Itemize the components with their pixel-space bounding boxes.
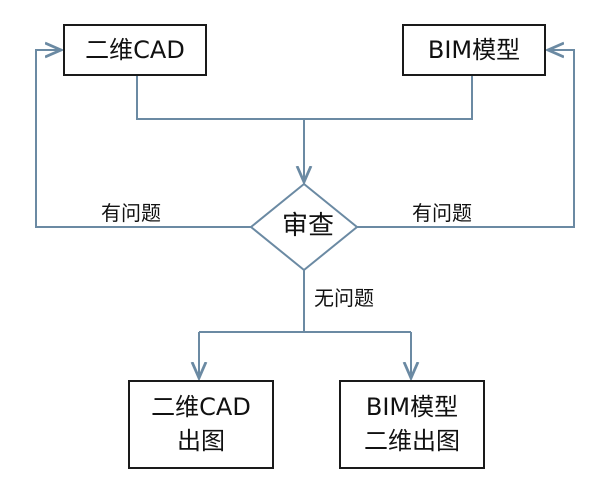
cad-output-line-1: 二维CAD (151, 392, 251, 421)
bim-output-box: BIM模型 二维出图 (339, 380, 485, 469)
cad-output-line-2: 出图 (177, 426, 225, 455)
cad-output-box: 二维CAD 出图 (128, 380, 274, 469)
cad-source-label: 二维CAD (85, 35, 185, 64)
review-label: 审查 (281, 211, 334, 241)
cad-source-box: 二维CAD (63, 24, 207, 76)
right-problem-return-arrow (357, 50, 575, 228)
no-problem-label: 无问题 (314, 286, 374, 310)
bim-source-box: BIM模型 (402, 24, 546, 76)
cad-to-merge-connector (136, 76, 304, 120)
right-problem-label: 有问题 (412, 201, 472, 225)
bim-source-label: BIM模型 (427, 35, 521, 64)
bim-output-line-1: BIM模型 (365, 392, 459, 421)
bim-output-line-2: 二维出图 (364, 426, 460, 455)
left-problem-return-arrow (35, 50, 251, 228)
bim-to-merge-connector (304, 76, 473, 120)
left-problem-label: 有问题 (101, 201, 161, 225)
